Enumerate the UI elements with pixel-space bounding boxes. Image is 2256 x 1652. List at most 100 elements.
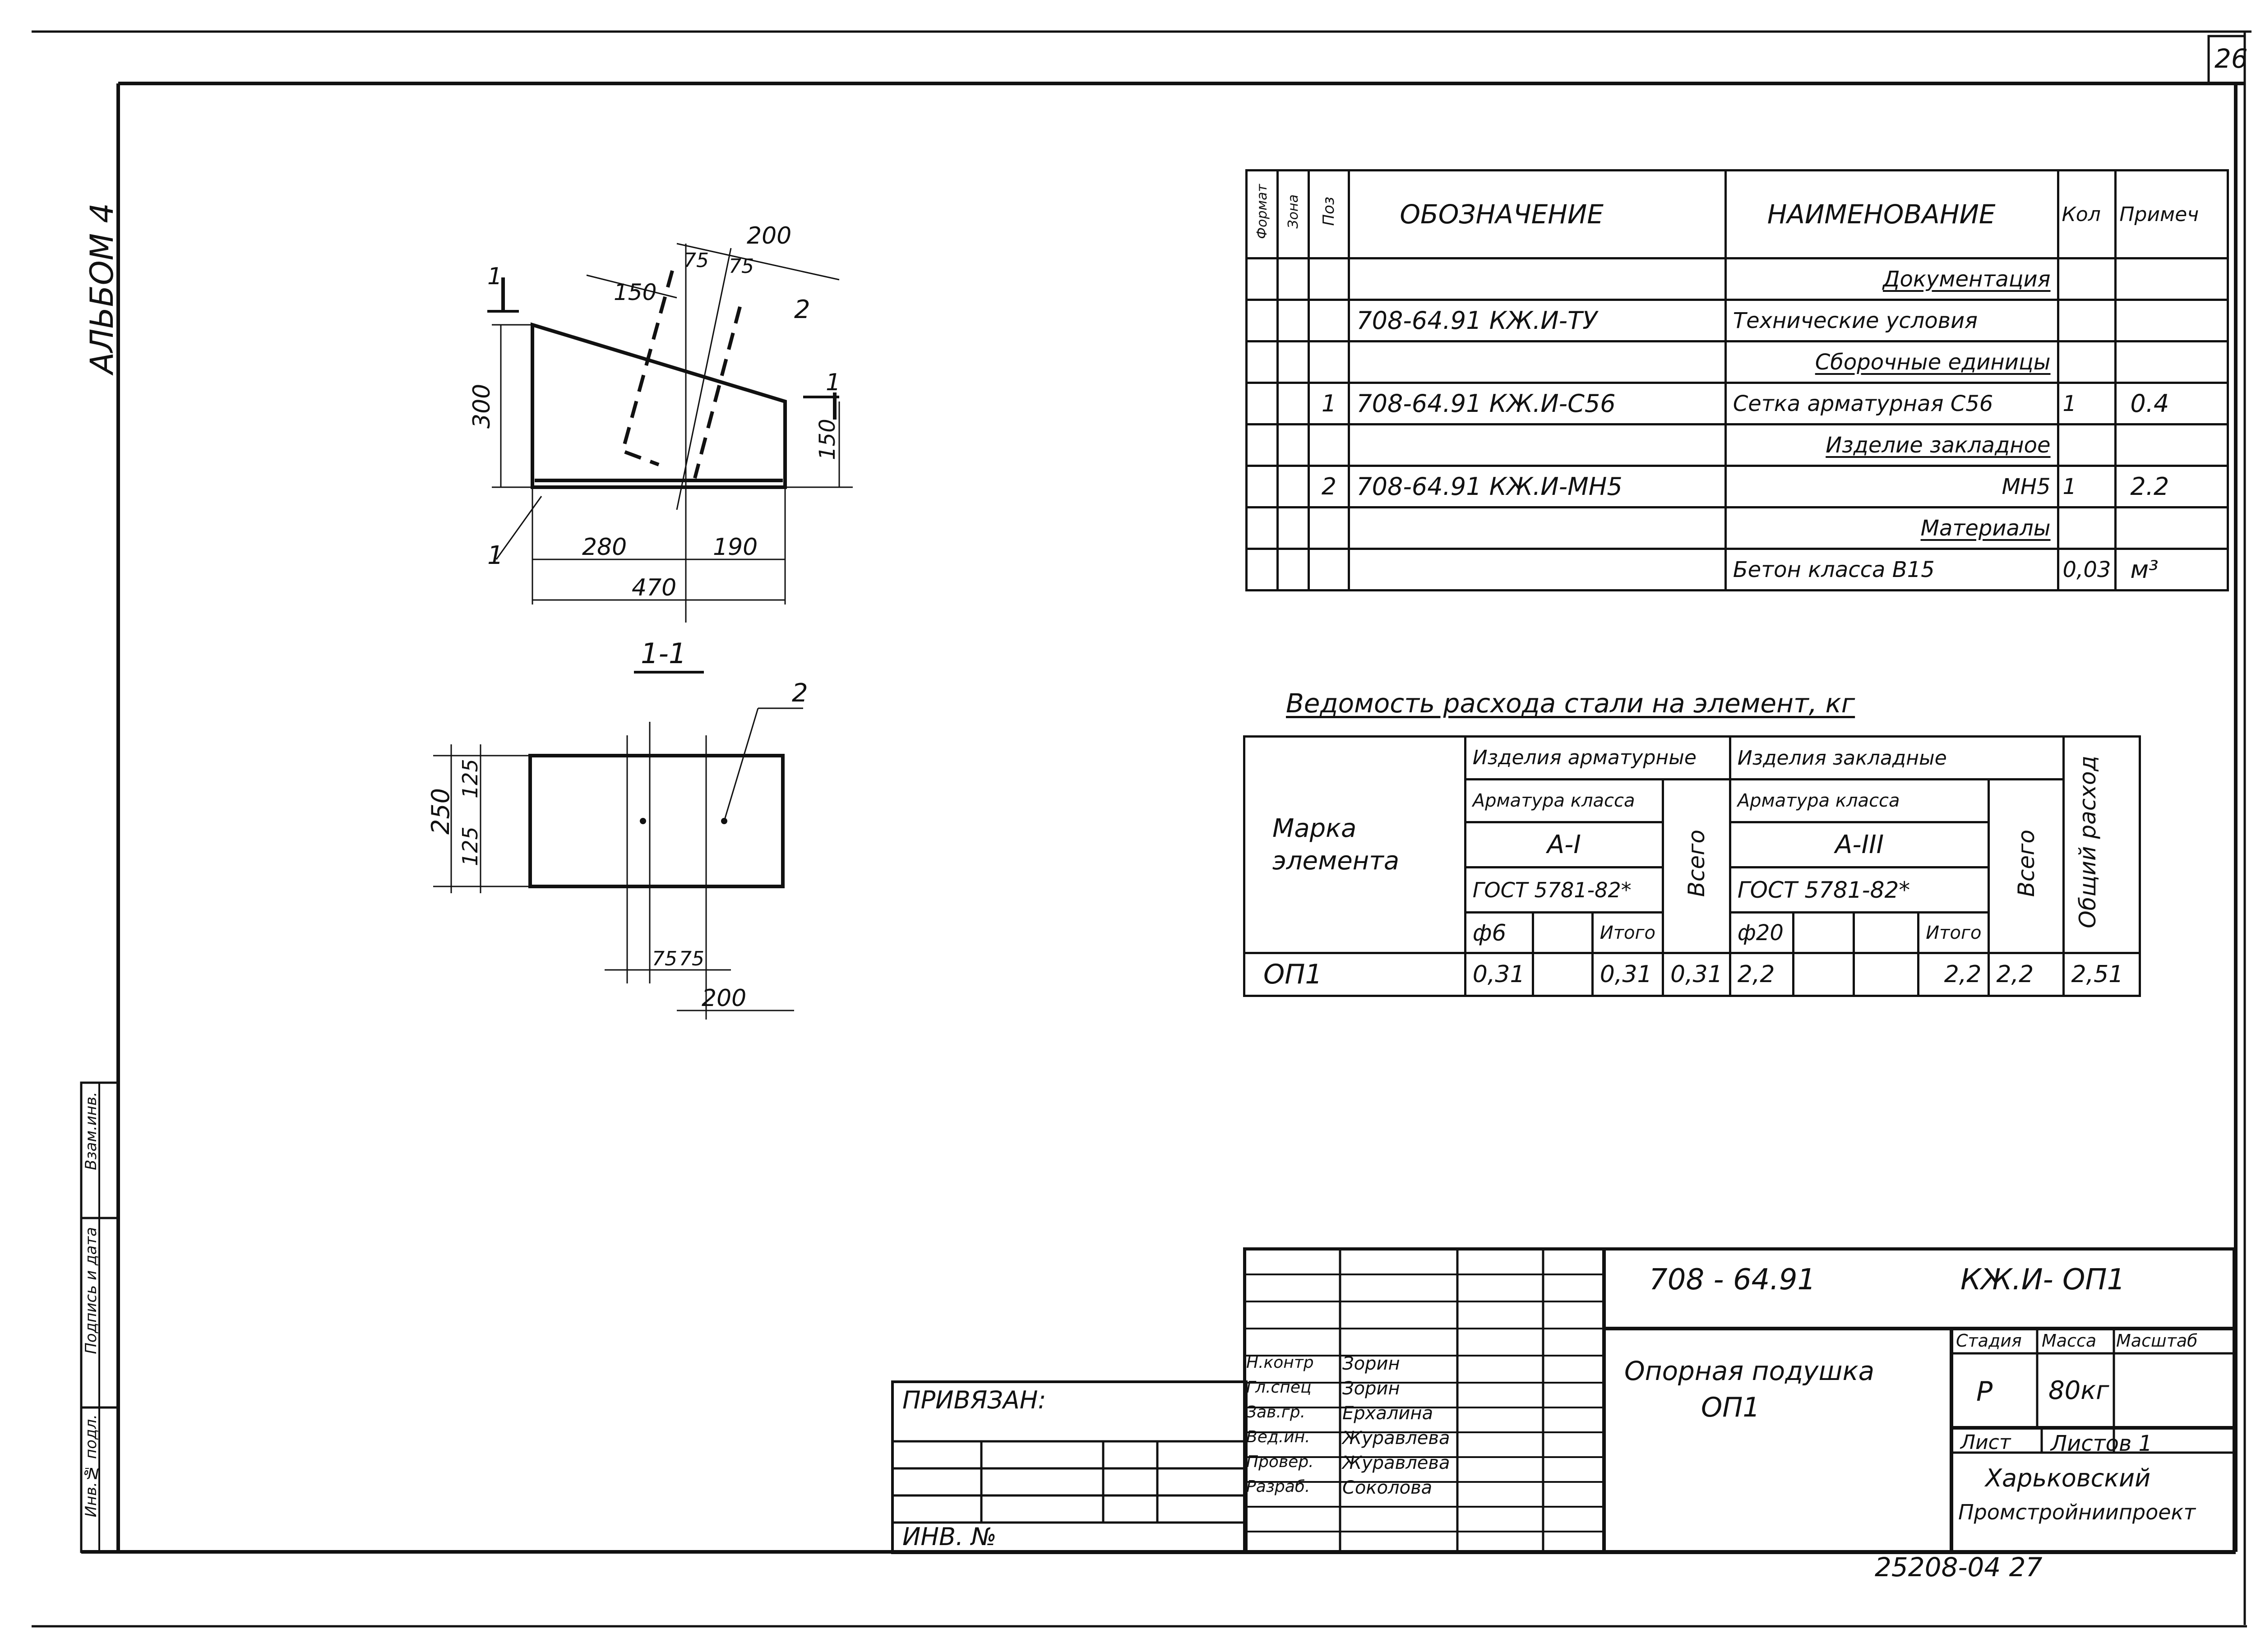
album-label-box: АЛЬБОМ 4 (83, 203, 124, 383)
tb-doc-code: КЖ.И- ОП1 (1960, 1263, 2126, 1297)
steel-itogo1: Итого (1591, 911, 1664, 954)
spec-note: 2.2 (2114, 465, 2229, 508)
spec-h-note: Примеч (2114, 169, 2229, 259)
spec-qty: 0,03 (2057, 548, 2117, 591)
dim-250: 250 (426, 788, 455, 835)
steel-h-sub2: Арматура класса (1729, 778, 1990, 823)
dim-200-section: 200 (702, 985, 746, 1012)
spec-note: 0.4 (2114, 382, 2229, 425)
spec-format (1245, 257, 1279, 301)
steel-h-vsego2: Всего (2013, 829, 2039, 897)
spec-code (1348, 548, 1727, 591)
spec-h-qty: Кол (2057, 169, 2117, 259)
tb-name-1: Опорная подушка (1624, 1356, 1875, 1386)
tb-role: Вед.ин. (1246, 1428, 1310, 1446)
steel-it2: 2,2 (1917, 952, 1990, 997)
section-mark-right: 1 (826, 369, 841, 396)
title-block-frame (1243, 1247, 2236, 1554)
spec-pos (1308, 257, 1350, 301)
tb-stage-h: Стадия (1956, 1331, 2022, 1351)
tb-role: Провер. (1246, 1453, 1314, 1471)
embedded-part-dash (620, 270, 674, 466)
spec-format (1245, 465, 1279, 508)
footer-code: 25208-04 27 (1875, 1552, 2043, 1583)
spec-zone (1276, 465, 1310, 508)
spec-name: Материалы (1724, 506, 2059, 550)
spec-zone (1276, 506, 1310, 550)
spec-note (2114, 257, 2229, 301)
spec-qty (2057, 506, 2117, 550)
spec-code (1348, 423, 1727, 467)
spec-row: Изделие закладное (1245, 423, 2229, 467)
section-outline (528, 754, 785, 888)
spec-header-row: Формат Зона Поз ОБОЗНАЧЕНИЕ НАИМЕНОВАНИЕ… (1245, 169, 2229, 259)
spec-code: 708-64.91 КЖ.И-МН5 (1348, 465, 1727, 508)
sheet-number: 26 (2214, 43, 2248, 74)
section-mark-left: 1 (487, 263, 502, 290)
specification-table: Формат Зона Поз ОБОЗНАЧЕНИЕ НАИМЕНОВАНИЕ… (1245, 169, 2229, 591)
dim-280: 280 (582, 534, 627, 561)
steel-class2: А-III (1729, 821, 1990, 868)
pos-label-2: 2 (794, 295, 810, 324)
stamp-label-inv: Инв.№ подл. (82, 1414, 100, 1518)
steel-gost2: ГОСТ 5781-82* (1729, 866, 1990, 914)
dim-75a: 75 (684, 249, 709, 272)
spec-pos (1308, 548, 1350, 591)
dim-75b: 75 (729, 255, 754, 278)
spec-note: м³ (2114, 548, 2229, 591)
stamp-label-vzam: Взам.инв. (82, 1092, 100, 1170)
spec-qty (2057, 340, 2117, 384)
spec-format (1245, 548, 1279, 591)
embedded-part-dash-2 (693, 306, 742, 479)
stamp-cell-1: Взам.инв. (82, 1092, 100, 1214)
steel-it1: 0,31 (1591, 952, 1664, 997)
tb-person-name: Зорин (1342, 1378, 1400, 1399)
tb-person-name: Ерхалина (1342, 1403, 1433, 1424)
spec-format (1245, 382, 1279, 425)
spec-pos (1308, 299, 1350, 342)
steel-vs2: 2,2 (1988, 952, 2065, 997)
dim-125b: 125 (458, 826, 482, 866)
spec-name: Технические условия (1724, 299, 2059, 342)
spec-code (1348, 340, 1727, 384)
dim-125a: 125 (458, 759, 482, 798)
spec-row: Материалы (1245, 506, 2229, 550)
steel-table: Марка элемента Изделия арматурные Издели… (1243, 735, 2141, 997)
spec-format (1245, 506, 1279, 550)
steel-dia1: ф6 (1464, 911, 1534, 954)
spec-qty (2057, 299, 2117, 342)
spec-format (1245, 299, 1279, 342)
inv-number-label: ИНВ. № (902, 1523, 997, 1551)
album-label: АЛЬБОМ 4 (83, 203, 120, 374)
spec-zone (1276, 257, 1310, 301)
spec-code: 708-64.91 КЖ.И-С56 (1348, 382, 1727, 425)
tb-role: Зав.гр. (1246, 1403, 1306, 1421)
tb-stage: Р (1976, 1376, 1993, 1407)
spec-h-zone: Зона (1285, 194, 1301, 229)
spec-format (1245, 340, 1279, 384)
steel-mark-value: ОП1 (1243, 952, 1466, 997)
dim-150-right: 150 (815, 419, 840, 460)
steel-empty-6 (1852, 952, 1920, 997)
steel-tot: 2,51 (2062, 952, 2141, 997)
steel-v1: 0,31 (1464, 952, 1534, 997)
steel-v2: 2,2 (1729, 952, 1794, 997)
spec-qty (2057, 257, 2117, 301)
spec-zone (1276, 548, 1310, 591)
spec-pos (1308, 423, 1350, 467)
dim-190: 190 (713, 534, 758, 561)
spec-name: МН5 (1724, 465, 2059, 508)
dim-75d: 75 (679, 947, 704, 970)
spec-pos: 2 (1308, 465, 1350, 508)
spec-h-name: НАИМЕНОВАНИЕ (1724, 169, 2059, 259)
spec-note (2114, 506, 2229, 550)
spec-name: Сетка арматурная С56 (1724, 382, 2059, 425)
steel-h-group1: Изделия арматурные (1464, 735, 1731, 780)
steel-empty-3 (1852, 911, 1920, 954)
steel-empty-1 (1531, 911, 1594, 954)
dim-150-top: 150 (614, 279, 656, 305)
